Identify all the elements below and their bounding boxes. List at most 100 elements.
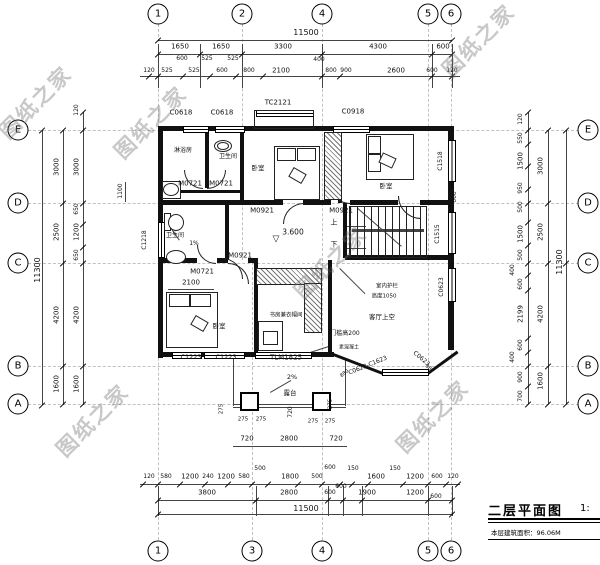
dim-600: 600 [451,191,458,203]
dim-4200: 4200 [52,306,61,324]
dim-1100: 1100 [117,183,124,199]
dimension-line [168,289,214,290]
grid-bubble-top-5: 5 [417,3,439,25]
door-swing-arc [197,245,216,264]
dim-tick [454,481,462,488]
axis-centerline [28,366,584,367]
dim-275: 275 [218,403,225,415]
code-c0918: C0918 [341,107,365,116]
room-bedroom-lower: 卧室 [212,321,226,330]
axis-bubble-left-D: D [7,192,29,214]
room-living-void: 客厅上空 [369,312,395,321]
dim-600: 600 [324,489,336,496]
dim-500: 500 [311,473,323,480]
dim-600: 600 [431,473,443,480]
dim-275: 275 [307,418,319,425]
dim-1500: 1500 [516,152,525,170]
dimension-line [528,112,529,404]
dim-150: 150 [389,465,401,472]
dim-600: 600 [176,55,188,62]
dim-600: 600 [517,339,524,351]
axis-bubble-left-A: A [7,393,29,415]
dim-525: 525 [188,67,200,74]
code-c0623: C0623 [438,277,445,297]
dim-4200: 4200 [72,306,81,324]
dimension-line [256,486,257,516]
dimension-line [158,486,159,516]
wall [254,258,258,354]
dim-2100: 2100 [182,278,200,287]
dimension-line [158,514,452,515]
dim-900: 900 [517,371,524,383]
window [172,352,202,359]
dimension-line [242,44,243,88]
dim-550: 550 [517,132,524,144]
code-m0721: M0721 [178,179,202,188]
dim-400: 400 [313,56,325,63]
wall [350,200,398,205]
dimension-line [566,130,567,404]
dim-800: 800 [325,67,337,74]
stair-down-label: 下 [330,240,338,249]
dimension-line [63,130,64,405]
room-terrace: 露台 [283,388,297,397]
dim-720: 720 [240,434,254,443]
dim-3300: 3300 [274,42,292,51]
closet [304,283,322,333]
dim-650: 650 [73,249,80,261]
dim-1200: 1200 [406,488,424,497]
window [448,140,456,182]
window [255,352,312,359]
dimension-line [158,44,159,88]
grid-bubble-bottom-1: 1 [147,540,169,562]
dim-150: 150 [347,465,359,472]
wall [343,203,347,258]
floor-area-note: 本层建筑面积：96.06M [491,529,561,537]
dim-1600: 1600 [536,372,545,390]
dim-600: 600 [216,67,228,74]
dim-720: 720 [329,434,343,443]
dim-120: 120 [446,67,458,74]
code-c1518: C1518 [437,151,444,171]
wall [328,260,332,354]
dim-1200: 1200 [181,472,199,481]
dim-1600: 1600 [72,375,81,393]
dim-720: 720 [287,406,294,418]
room-bath-top: 卫生间 [218,153,238,160]
pillow [169,294,190,307]
dim-120: 120 [447,473,459,480]
axis-bubble-right-D: D [577,192,599,214]
axis-centerline [28,263,584,264]
dim-120: 120 [73,104,80,116]
toilet-seat [217,142,229,150]
door-swing-arc [228,263,249,284]
dimension-line [42,130,43,405]
watermark-text: 图纸之家 [51,379,134,462]
dimension-line [452,44,453,88]
grid-bubble-top-2: 2 [231,3,253,25]
code-c0618: C0618 [169,108,193,117]
dimension-line [140,76,460,77]
dim-500: 500 [254,465,266,472]
title-block-rule [488,539,600,540]
drawing-scale: 1: [580,503,590,514]
dim-525: 525 [201,55,213,62]
watermark-text: 图纸之家 [391,375,474,458]
code-m0921: M0921 [329,206,353,215]
dimension-line [125,182,126,202]
grid-centerline [322,24,323,540]
closet [256,268,322,285]
dimension-line [233,358,234,406]
dimension-line [233,407,346,408]
wall [163,200,283,205]
dim-580: 580 [238,473,250,480]
dimension-line [343,486,344,516]
room-bath-left: 卫生间 [165,232,185,239]
dim-4200: 4200 [536,305,545,323]
dim-4300: 4300 [369,42,387,51]
code-c1218: C1218 [141,230,148,250]
note-slope-2pct: 2% [286,372,298,381]
code-tc2121: TC2121 [264,98,292,107]
dim-1800: 1800 [281,472,299,481]
